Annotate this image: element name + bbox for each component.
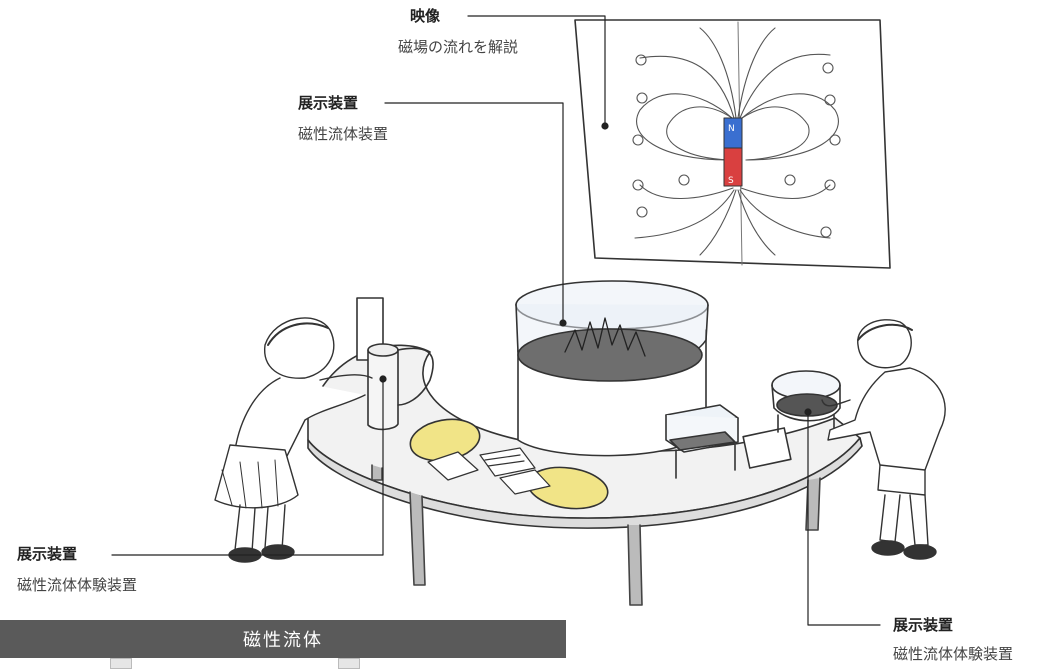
label-video: 映像 磁場の流れを解説 bbox=[398, 5, 518, 59]
magnet-south-label: S bbox=[728, 176, 734, 186]
video-screen: N S bbox=[574, 19, 891, 269]
label-display-center: 展示装置 磁性流体装置 bbox=[298, 92, 388, 146]
leader-lines bbox=[111, 15, 881, 626]
small-display-box bbox=[665, 404, 792, 479]
exhibit-table bbox=[307, 344, 863, 606]
label-display-left-title: 展示装置 bbox=[17, 545, 78, 563]
label-display-right: 展示装置 磁性流体体験装置 bbox=[893, 614, 1013, 666]
magnet-south bbox=[723, 147, 743, 187]
magnet-north-label: N bbox=[728, 124, 735, 134]
label-video-title: 映像 bbox=[410, 7, 441, 25]
label-display-center-title: 展示装置 bbox=[298, 94, 359, 112]
right-visitor bbox=[821, 319, 946, 560]
label-display-left: 展示装置 磁性流体体験装置 bbox=[17, 543, 137, 597]
label-display-center-subtitle: 磁性流体装置 bbox=[298, 125, 389, 143]
panel-title: 磁性流体 bbox=[243, 630, 323, 651]
panel-tab-2[interactable] bbox=[338, 658, 360, 669]
label-video-subtitle: 磁場の流れを解説 bbox=[398, 38, 519, 56]
table-legs bbox=[371, 464, 821, 606]
label-display-left-subtitle: 磁性流体体験装置 bbox=[17, 576, 138, 594]
panel-body bbox=[0, 658, 566, 669]
panel-title-bar: 磁性流体 bbox=[0, 620, 566, 658]
field-lines bbox=[632, 27, 841, 256]
label-display-right-subtitle: 磁性流体体験装置 bbox=[893, 645, 1014, 663]
table-panels bbox=[427, 447, 551, 495]
panel-tab-1[interactable] bbox=[110, 658, 132, 669]
label-display-right-title: 展示装置 bbox=[893, 616, 954, 634]
